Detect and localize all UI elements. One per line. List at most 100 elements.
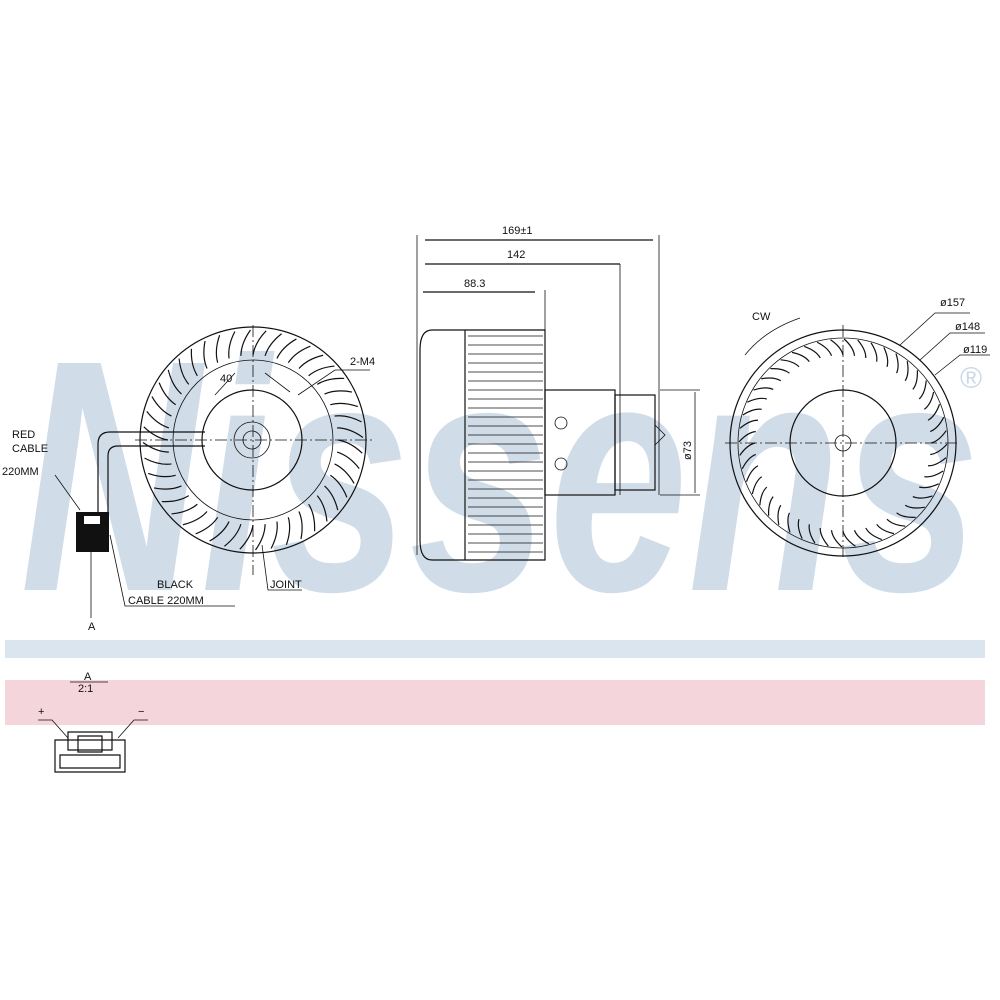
blade xyxy=(742,408,762,416)
blade xyxy=(927,404,941,421)
blade xyxy=(171,503,198,515)
red-cable-label: CABLE xyxy=(12,443,48,455)
detail-ref: A xyxy=(84,671,92,683)
black-cable-label: CABLE 220MM xyxy=(128,595,204,607)
registered-mark: ® xyxy=(960,362,982,395)
connector-ref: A xyxy=(88,621,96,633)
blade xyxy=(930,430,947,444)
brand-watermark: Nissens xyxy=(20,291,980,660)
blade xyxy=(329,474,348,498)
blade xyxy=(337,427,364,438)
blade xyxy=(316,377,345,385)
blade xyxy=(919,483,939,489)
blade xyxy=(804,345,821,359)
minus-terminal: − xyxy=(138,706,144,718)
angle-label: 40 xyxy=(220,373,232,385)
blade xyxy=(819,527,829,547)
blade xyxy=(182,511,208,526)
blade xyxy=(324,390,353,395)
blade xyxy=(745,465,759,482)
blade xyxy=(190,348,198,377)
blade xyxy=(883,347,889,367)
blade xyxy=(195,516,219,535)
blade xyxy=(870,342,878,362)
dim-total: 169±1 xyxy=(502,225,533,237)
blade xyxy=(753,387,774,391)
joint-label: JOINT xyxy=(270,579,302,591)
blade xyxy=(334,415,362,423)
dim-88: 88.3 xyxy=(464,278,485,290)
blade xyxy=(787,512,791,533)
blade xyxy=(252,330,267,356)
blade xyxy=(167,369,182,395)
screw-label: 2-M4 xyxy=(350,356,375,368)
blade xyxy=(739,419,759,429)
blade xyxy=(336,451,360,469)
detail-scale: 2:1 xyxy=(78,683,93,695)
blade xyxy=(228,331,236,359)
rear-view-blower: CW ø157 ø148 ø119 xyxy=(725,297,990,560)
black-cable-label: BLACK xyxy=(157,579,194,591)
impeller-blades xyxy=(738,338,948,548)
blade xyxy=(741,453,756,470)
blade xyxy=(255,524,266,551)
blade xyxy=(843,338,856,356)
dim-dia-73: ø73 xyxy=(682,441,694,460)
blade xyxy=(895,353,899,374)
blade xyxy=(876,523,895,535)
blade xyxy=(287,345,311,364)
dim-dia-157: ø157 xyxy=(940,297,965,309)
blade xyxy=(759,486,768,506)
blade xyxy=(797,519,803,539)
blade xyxy=(270,521,278,549)
blade xyxy=(298,511,303,540)
blade xyxy=(930,443,948,456)
blade xyxy=(791,351,810,363)
blade xyxy=(904,504,925,509)
blade xyxy=(912,370,919,390)
blade xyxy=(830,339,844,356)
red-cable-label: RED xyxy=(12,429,35,441)
blade xyxy=(738,430,756,443)
blade xyxy=(918,380,927,400)
blade xyxy=(142,442,169,453)
impeller-blades xyxy=(142,329,364,551)
blade xyxy=(158,382,177,406)
dim-dia-148: ø148 xyxy=(955,321,980,333)
blade xyxy=(146,411,170,429)
blade xyxy=(276,338,297,359)
blue-band xyxy=(5,640,985,658)
front-view-blower xyxy=(54,325,372,618)
blade xyxy=(886,518,906,527)
blade xyxy=(777,504,782,525)
blade xyxy=(923,391,935,410)
front-view-labels: RED CABLE 220MM BLACK CABLE 220MM JOINT … xyxy=(2,356,375,633)
blade xyxy=(224,523,242,547)
blade xyxy=(144,457,172,465)
dim-dia-119: ø119 xyxy=(963,344,987,356)
blade xyxy=(264,333,282,357)
plus-terminal: + xyxy=(38,706,44,718)
blade xyxy=(308,365,335,377)
impeller-fins xyxy=(468,335,543,553)
blade xyxy=(857,339,867,359)
rotation-label: CW xyxy=(752,311,771,323)
blade xyxy=(240,329,251,356)
red-cable-label: 220MM xyxy=(2,466,39,478)
connector-detail: A 2:1 + − xyxy=(38,671,148,773)
blade xyxy=(767,496,774,516)
blade xyxy=(865,527,882,541)
blade xyxy=(761,377,782,382)
blade xyxy=(912,495,933,499)
side-view: 169±1 142 88.3 ø73 xyxy=(416,225,700,561)
blade xyxy=(330,402,359,408)
blade xyxy=(316,495,328,522)
blade xyxy=(930,416,945,433)
blade xyxy=(924,470,944,478)
blade xyxy=(239,524,254,550)
blade xyxy=(904,361,909,382)
blade xyxy=(751,476,763,495)
blade xyxy=(747,397,767,403)
blade xyxy=(842,530,856,547)
